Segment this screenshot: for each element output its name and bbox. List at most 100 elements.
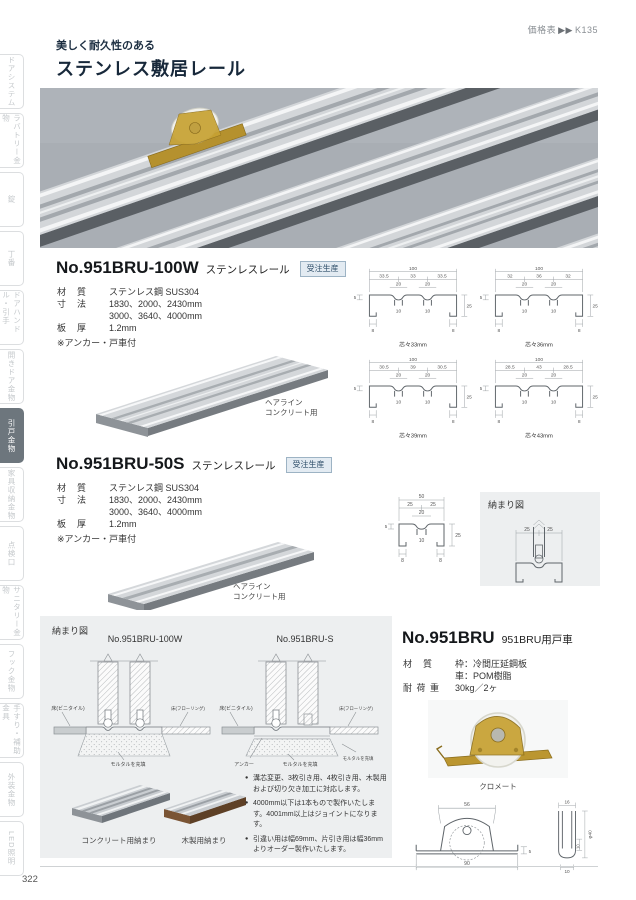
- sidebar-tab-inspection[interactable]: 点検口: [0, 526, 24, 581]
- section-roller-heading: No.951BRU 951BRU用戸車: [402, 628, 573, 648]
- dim-total: 50: [419, 494, 425, 500]
- dim-a: 30.5: [379, 365, 389, 371]
- dim-b: 33: [410, 274, 416, 280]
- sidebar-tab-handrail[interactable]: 手すり・補助金具: [0, 703, 24, 758]
- sidebar-tab-sanitary[interactable]: サニタリー金物: [0, 585, 24, 640]
- diagram-title-100w: No.951BRU-100W: [107, 634, 183, 644]
- spec-label: 材 質: [403, 659, 434, 669]
- sidebar-tab-furniture[interactable]: 家具収納金物: [0, 467, 24, 522]
- model-number: No.951BRU: [402, 628, 495, 647]
- mortar-area: [77, 733, 171, 757]
- dim-lip: 5: [480, 386, 483, 391]
- spec-row: 材 質 ステンレス鋼 SUS304: [57, 482, 202, 494]
- tab-label: 点検口: [7, 540, 16, 567]
- dim-foot: 8: [497, 419, 500, 425]
- install-photo-wood: [164, 790, 246, 824]
- dim-side-diameter: φ40: [587, 830, 592, 839]
- dimension-lines: [388, 497, 455, 557]
- spec-label: 寸 法: [57, 495, 88, 506]
- anchor-label: アンカー: [234, 762, 254, 768]
- spec-label: [57, 310, 109, 322]
- dim-lip: 5: [354, 295, 357, 300]
- dim-a: 33.5: [379, 274, 389, 280]
- dim-a: 28.5: [505, 365, 515, 371]
- sidebar-tab-swing-door[interactable]: 開きドア金物: [0, 349, 24, 404]
- caption-line: ヘアライン: [265, 398, 303, 407]
- mortar-area: [245, 738, 339, 757]
- profile-drawing-50s: 50 25 25 20 5 25 10 8 8: [385, 494, 461, 564]
- model-number: No.951BRU-50S: [56, 454, 185, 473]
- tab-label: フック金物: [7, 650, 16, 693]
- tab-label: ドアハンドル・引手: [1, 291, 22, 334]
- dim-foot: 8: [578, 328, 581, 334]
- install-photo-caption-concrete: コンクリート用納まり: [81, 836, 157, 845]
- nomari-box-50s: 納まり図 25 25: [480, 492, 600, 586]
- install-notes: 溝芯変更、3枚引き用、4枚引き用、木製用および切り欠き加工に対応します。 400…: [245, 774, 387, 860]
- tab-label: 外装金物: [7, 772, 16, 807]
- caption-line: ヘアライン: [233, 582, 271, 591]
- mortar-label: モルタルを充填: [282, 761, 317, 768]
- dim-slot: 10: [396, 399, 402, 405]
- spec-row: 材 質ステンレス鋼 SUS304: [57, 286, 202, 298]
- sidebar-tab-led[interactable]: LED照明: [0, 821, 24, 876]
- hero-rail-2: [116, 88, 598, 248]
- install-diagram-s: 床(ビニタイル) 床(フローリング) アンカー モルタルを充填 モルタルを充填: [219, 653, 379, 768]
- sidebar-tab-hook[interactable]: フック金物: [0, 644, 24, 699]
- sidebar-tab-sliding-door-active[interactable]: 引戸金物: [0, 408, 24, 463]
- caption-line: コンクリート用: [265, 408, 318, 418]
- dim-c: 25: [430, 502, 436, 508]
- drawing-caption: 芯々33mm: [399, 340, 427, 348]
- sidebar-tab-exterior[interactable]: 外装金物: [0, 762, 24, 817]
- dim-c: 32: [565, 274, 571, 280]
- spec-label: 寸 法: [57, 299, 88, 310]
- dimension-lines: [356, 359, 468, 418]
- tab-label: LED照明: [7, 831, 16, 866]
- install-photo-concrete: [72, 785, 170, 823]
- spec-value: ステンレス鋼 SUS304: [109, 483, 200, 493]
- hero-roller: [147, 107, 247, 168]
- sidebar-tab-hinge[interactable]: 丁番: [0, 231, 24, 286]
- sidebar-tab-handle[interactable]: ドアハンドル・引手: [0, 290, 24, 345]
- sidebar-tab-door-system[interactable]: ドアシステム: [0, 54, 24, 109]
- mortar-label: モルタルを充填: [110, 761, 145, 768]
- category-label: 951BRU用戸車: [501, 634, 573, 646]
- dim-c: 33.5: [437, 274, 447, 280]
- spec-note: ※アンカー・戸車付: [57, 337, 137, 348]
- floor-vinyl: [53, 726, 87, 735]
- dim-groove: 20: [551, 281, 557, 287]
- page-number: 322: [22, 874, 38, 885]
- dim-b: 43: [536, 365, 542, 371]
- tab-label: 手すり・補助金具: [1, 704, 22, 755]
- dim-groove: 20: [522, 281, 528, 287]
- dim-foot: 8: [497, 328, 500, 334]
- dim-a: 25: [524, 527, 530, 533]
- dimension-lines: [356, 268, 468, 327]
- page-title: ステンレス敷居レール: [56, 59, 246, 79]
- dim-front-top: 56: [464, 802, 470, 808]
- dim-slot: 10: [522, 399, 528, 405]
- dim-foot: 8: [439, 558, 442, 564]
- model-number: No.951BRU-100W: [56, 258, 199, 277]
- profile-drawing-43: 100 28.5 43 28.5 20 20 5 25 10 10 8 8 芯々…: [480, 357, 598, 439]
- sidebar-tab-lock[interactable]: 錠: [0, 172, 24, 227]
- dim-total: 100: [535, 266, 543, 272]
- dim-side-bottom: 10: [564, 869, 570, 874]
- floor-vinyl: [221, 726, 255, 735]
- floor-left-label: 床(ビニタイル): [51, 705, 85, 712]
- roller-photo-caption: クロメート: [479, 782, 517, 791]
- spec-label: [57, 506, 109, 518]
- tab-label: サニタリー金物: [1, 586, 22, 637]
- price-list-code: K135: [574, 25, 598, 35]
- spec-label: 材 質: [57, 483, 88, 493]
- roller-drawing-front: 56 90 5: [415, 802, 532, 871]
- double-arrow-icon: ▶▶: [558, 25, 573, 35]
- sidebar-tab-lavatory[interactable]: ラバトリー金物: [0, 113, 24, 168]
- spec-note: ※アンカー・戸車付: [57, 533, 137, 544]
- nomari-title: 納まり図: [488, 500, 525, 510]
- tab-label: 家具収納金物: [7, 469, 16, 520]
- profile-drawing-39: 100 30.5 39 30.5 20 20 5 25 10 10 8 8 芯々…: [354, 357, 472, 439]
- dim-total: 100: [409, 266, 417, 272]
- tab-label: 錠: [7, 195, 16, 204]
